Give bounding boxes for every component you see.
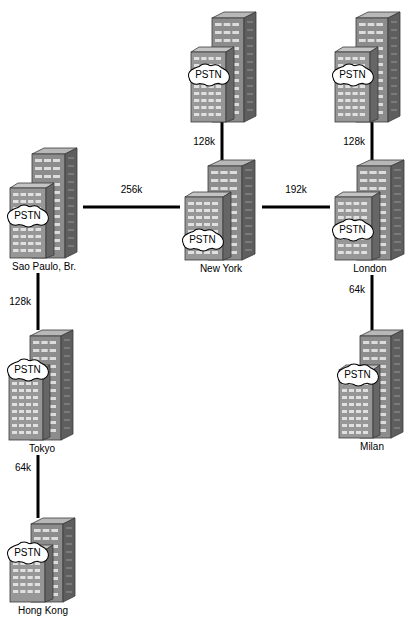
cloud-outline <box>8 359 48 380</box>
cloud-outline <box>333 64 373 85</box>
cloud-outline <box>8 542 48 563</box>
front-block <box>339 365 380 438</box>
wan-link <box>37 273 40 330</box>
wan-link <box>371 122 374 160</box>
cloud-fill <box>8 359 48 380</box>
site-name: New York <box>180 263 262 275</box>
office-building: PSTN London <box>330 160 410 275</box>
network-label: PSTN <box>189 234 216 246</box>
bandwidth-label: 64k <box>14 462 32 474</box>
cloud-outline <box>189 64 229 85</box>
front-block <box>335 192 380 260</box>
cloud-outline <box>8 205 48 226</box>
site-name: Hong Kong <box>5 605 81 617</box>
site-name: London <box>330 263 410 275</box>
network-label: PSTN <box>339 69 366 81</box>
cloud-outline <box>333 219 373 240</box>
network-label: PSTN <box>14 547 41 559</box>
cloud-outline <box>183 229 223 250</box>
bandwidth-label: 64k <box>348 284 366 296</box>
wan-link <box>221 122 224 160</box>
wan-link <box>83 206 180 209</box>
cloud-outline <box>338 364 378 385</box>
front-block <box>10 183 54 258</box>
cloud-fill <box>8 542 48 563</box>
building-illustration <box>330 160 410 260</box>
network-label: PSTN <box>14 364 41 376</box>
bandwidth-label: 128k <box>192 136 216 148</box>
wan-link <box>262 206 330 209</box>
front-block <box>9 365 50 440</box>
cloud-fill <box>338 364 378 385</box>
front-block <box>185 192 231 260</box>
network-label: PSTN <box>339 224 366 236</box>
office-building: PSTN <box>330 12 406 122</box>
building-illustration <box>5 330 79 440</box>
office-building: PSTN Tokyo <box>5 330 79 455</box>
building-illustration <box>5 148 83 258</box>
office-building: PSTN Hong Kong <box>5 518 81 617</box>
office-building: PSTN New York <box>180 160 262 275</box>
office-building: PSTN Sao Paulo, Br. <box>5 148 83 273</box>
office-building: PSTN Milan <box>335 330 409 453</box>
site-name: Sao Paulo, Br. <box>5 261 83 273</box>
bandwidth-label: 128k <box>8 296 32 308</box>
site-name: Tokyo <box>5 443 79 455</box>
network-label: PSTN <box>14 210 41 222</box>
cloud-fill <box>333 219 373 240</box>
network-label: PSTN <box>195 69 222 81</box>
wan-link <box>371 275 374 330</box>
site-name: Milan <box>335 441 409 453</box>
cloud-fill <box>189 64 229 85</box>
office-building: PSTN <box>186 12 262 122</box>
network-label: PSTN <box>344 369 371 381</box>
tower <box>357 160 404 260</box>
cloud-fill <box>333 64 373 85</box>
bandwidth-label: 128k <box>342 136 366 148</box>
cloud-fill <box>183 229 223 250</box>
bandwidth-label: 256k <box>120 184 144 196</box>
front-block <box>10 545 53 602</box>
bandwidth-label: 192k <box>284 184 308 196</box>
cloud-fill <box>8 205 48 226</box>
wan-link <box>37 455 40 518</box>
